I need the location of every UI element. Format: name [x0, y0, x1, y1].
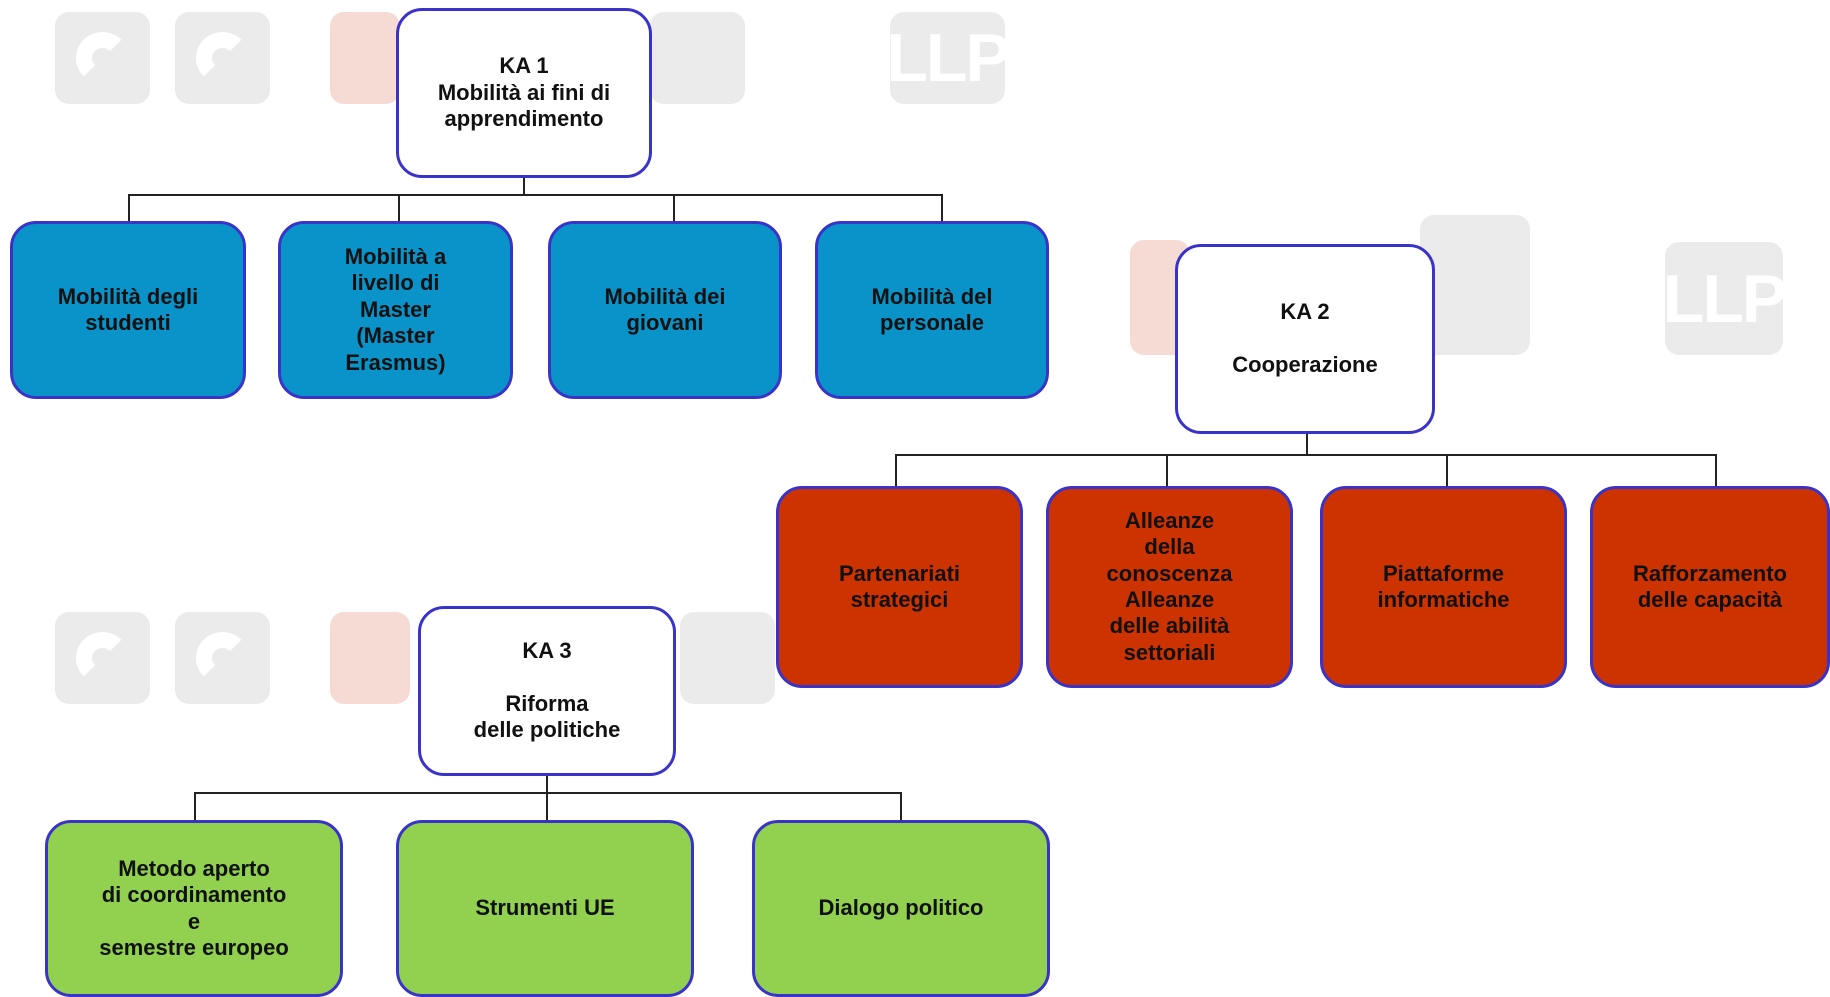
watermark-llp-tile: LLP [886, 12, 1011, 104]
ka1-title: KA 1 Mobilità ai fini di apprendimento [437, 53, 611, 132]
watermark-logo-tile [680, 612, 775, 704]
connector-line [546, 774, 548, 820]
watermark-logo-tile [55, 612, 150, 704]
node-label: Strumenti UE [475, 895, 615, 921]
ka3-node: KA 3 Riforma delle politiche [418, 606, 676, 776]
node-label: Mobilità degli studenti [57, 283, 199, 335]
connector-line [523, 175, 525, 195]
node-label: Mobilità del personale [871, 283, 993, 335]
swirl-icon [75, 632, 130, 684]
ka3-child-node: Dialogo politico [752, 820, 1050, 997]
watermark-logo-tile [55, 12, 150, 104]
connector-line [128, 194, 130, 222]
ka1-child-node: Mobilità del personale [815, 221, 1049, 399]
swirl-icon [195, 632, 250, 684]
ka1-node: KA 1 Mobilità ai fini di apprendimento [396, 8, 652, 178]
connector-line [128, 194, 943, 196]
ka1-child-node: Mobilità a livello di Master (Master Era… [278, 221, 513, 399]
node-label: Partenariati strategici [838, 560, 961, 612]
ka2-title: KA 2 Cooperazione [1232, 299, 1378, 378]
ka2-child-node: Piattaforme informatiche [1320, 486, 1567, 688]
node-label: Mobilità a livello di Master (Master Era… [344, 244, 447, 375]
ka2-node: KA 2 Cooperazione [1175, 244, 1435, 434]
connector-line [941, 194, 943, 222]
connector-line [1715, 454, 1717, 486]
watermark-logo-tile [175, 612, 270, 704]
node-label: Mobilità dei giovani [604, 283, 726, 335]
connector-line [1446, 454, 1448, 486]
connector-line [194, 792, 196, 820]
ka1-child-node: Mobilità degli studenti [10, 221, 246, 399]
node-label: Piattaforme informatiche [1377, 560, 1510, 612]
llp-logo-text: LLP [886, 20, 1010, 96]
watermark-logo-tile [330, 612, 410, 704]
node-label: Metodo aperto di coordinamento e semestr… [99, 855, 289, 960]
connector-line [900, 792, 902, 820]
connector-line [673, 194, 675, 222]
ka3-title: KA 3 Riforma delle politiche [473, 638, 621, 743]
swirl-icon [195, 32, 250, 84]
ka2-child-node: Partenariati strategici [776, 486, 1023, 688]
node-label: Alleanze della conoscenza Alleanze delle… [1106, 507, 1233, 665]
swirl-icon [75, 32, 130, 84]
ka2-child-node: Alleanze della conoscenza Alleanze delle… [1046, 486, 1293, 688]
node-label: Rafforzamento delle capacità [1632, 560, 1787, 612]
watermark-logo-tile [330, 12, 400, 104]
connector-line [194, 792, 902, 794]
connector-line [1166, 454, 1168, 486]
llp-logo-text: LLP [1662, 260, 1787, 337]
ka1-child-node: Mobilità dei giovani [548, 221, 782, 399]
connector-line [398, 194, 400, 222]
watermark-logo-tile [175, 12, 270, 104]
connector-line [895, 454, 1717, 456]
watermark-llp-tile: LLP [1662, 242, 1787, 355]
watermark-logo-tile [650, 12, 745, 104]
ka3-child-node: Strumenti UE [396, 820, 694, 997]
connector-line [1306, 433, 1308, 455]
ka2-child-node: Rafforzamento delle capacità [1590, 486, 1830, 688]
ka3-child-node: Metodo aperto di coordinamento e semestr… [45, 820, 343, 997]
connector-line [895, 454, 897, 486]
watermark-logo-tile [1420, 215, 1530, 355]
node-label: Dialogo politico [818, 895, 984, 921]
